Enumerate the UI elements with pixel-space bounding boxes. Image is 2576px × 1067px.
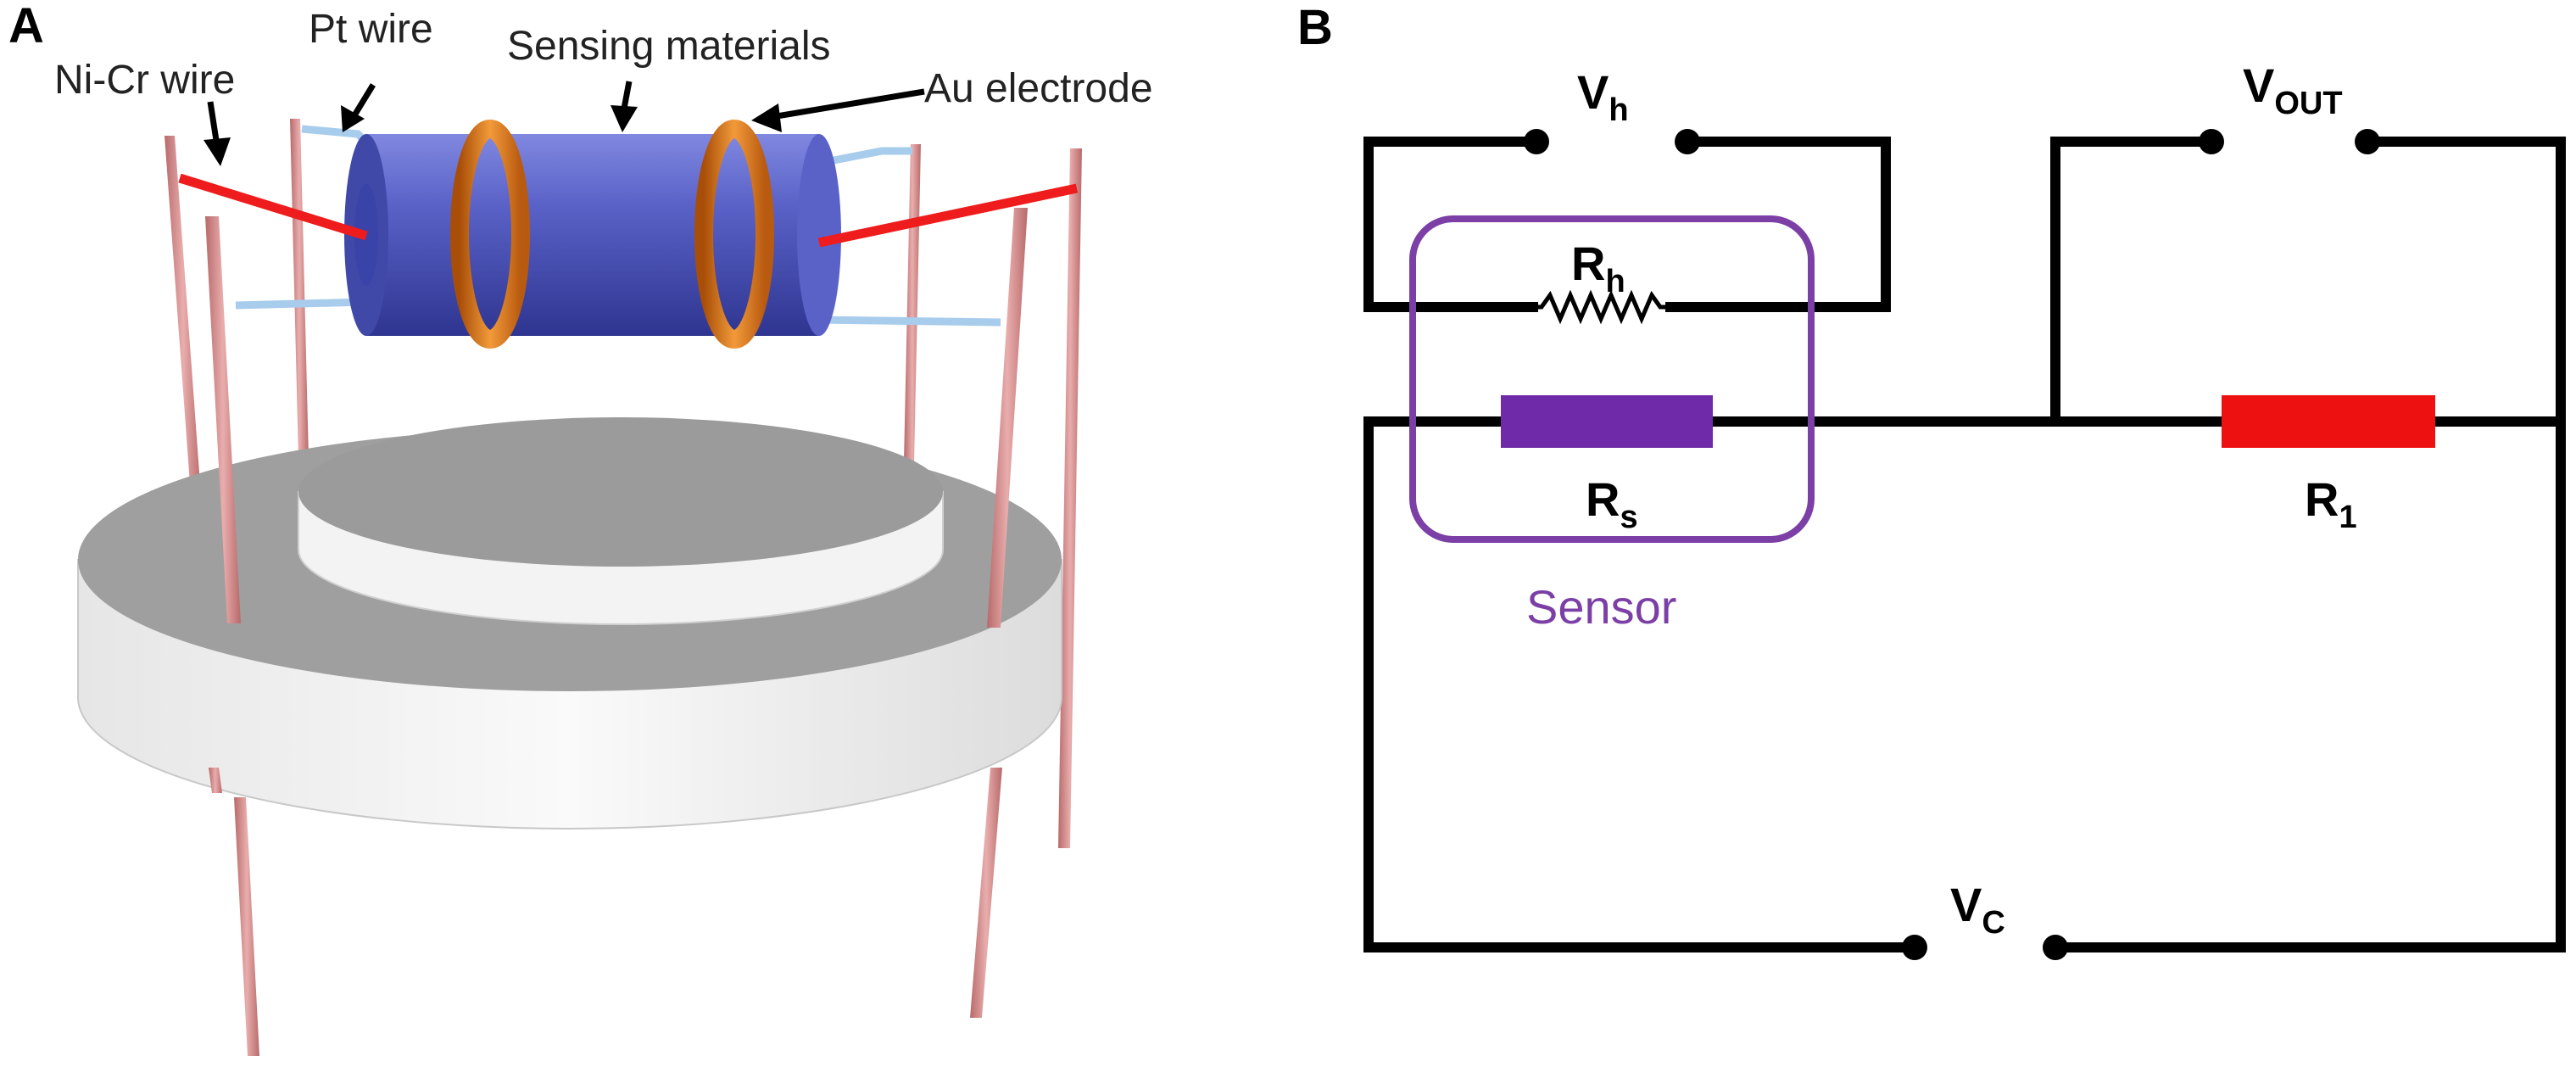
pin-front-right-lower (970, 768, 1002, 1018)
sensing-tube (344, 134, 841, 336)
callout-pt-wire: Pt wire (309, 7, 433, 52)
pin-back-center-left (290, 119, 309, 458)
arrow-nicr (204, 101, 231, 166)
pin-back-center-right (904, 144, 921, 462)
sensor-label: Sensor (1526, 580, 1676, 634)
callout-arrows (204, 81, 925, 166)
callout-au-electrode: Au electrode (924, 66, 1153, 111)
label-vc: VC (1950, 878, 2005, 941)
terminals (1524, 129, 2380, 960)
panel-a-letter: A (8, 0, 44, 53)
sensor-box (1409, 215, 1815, 543)
rh-zigzag (1533, 289, 1670, 325)
vc-terminal-right (2043, 935, 2068, 960)
pin-front-left (205, 216, 241, 623)
pt-wire-top-right (820, 147, 912, 167)
sensing-tube-body (366, 134, 819, 336)
front-pins (205, 208, 1028, 628)
rs-resistor (1501, 395, 1713, 448)
arrow-au (751, 88, 925, 132)
vh-terminal-right (1675, 129, 1700, 154)
callout-nicr-wire: Ni-Cr wire (54, 58, 235, 103)
pin-front-left-lower (234, 797, 259, 1056)
wire-vh-left (1363, 137, 1542, 312)
vout-terminal-right (2355, 129, 2380, 154)
vc-terminal-left (1902, 935, 1927, 960)
vout-terminal-left (2199, 129, 2224, 154)
label-vout: VOUT (2243, 59, 2343, 121)
callout-sensing-materials: Sensing materials (507, 24, 831, 69)
au-electrode-left (450, 120, 530, 349)
arrow-pt (341, 83, 376, 132)
pt-wires (235, 125, 1001, 327)
pin-front-right (987, 208, 1028, 628)
sensing-tube-end-right (797, 134, 841, 336)
pin-back-right (1058, 148, 1082, 848)
lower-pins (209, 768, 1002, 1056)
pin-back-left (164, 136, 202, 507)
au-electrode-right (694, 120, 774, 349)
panel-b-letter: B (1297, 0, 1333, 55)
wire-vh-right (1665, 137, 1891, 312)
panel-a: A (8, 0, 1153, 1056)
pin-back-left-stub (209, 768, 222, 793)
circuit-wires (1363, 137, 2566, 952)
nicr-wire-right (817, 183, 1079, 248)
base-disc (77, 417, 1062, 830)
label-vh: Vh (1577, 65, 1629, 128)
nicr-wires (178, 173, 1079, 248)
label-r1: R1 (2305, 472, 2357, 535)
pt-wire-bottom-left (235, 298, 367, 310)
r1-resistor (2222, 395, 2435, 448)
wire-vout-right (2362, 137, 2566, 427)
panel-b: B (1297, 0, 2566, 960)
wire-outer-left (1363, 416, 1920, 952)
nicr-wire-left (178, 173, 368, 241)
au-electrodes (450, 120, 774, 349)
arrow-sensing (611, 81, 638, 132)
vh-terminal-left (1524, 129, 1549, 154)
wire-outer-right (2050, 416, 2566, 952)
inner-disc-top (298, 417, 943, 567)
wire-vout-left (2050, 137, 2216, 427)
pt-wire-bottom-right (817, 316, 1001, 327)
label-rh: Rh (1571, 237, 1625, 299)
label-rs: Rs (1586, 472, 1638, 535)
